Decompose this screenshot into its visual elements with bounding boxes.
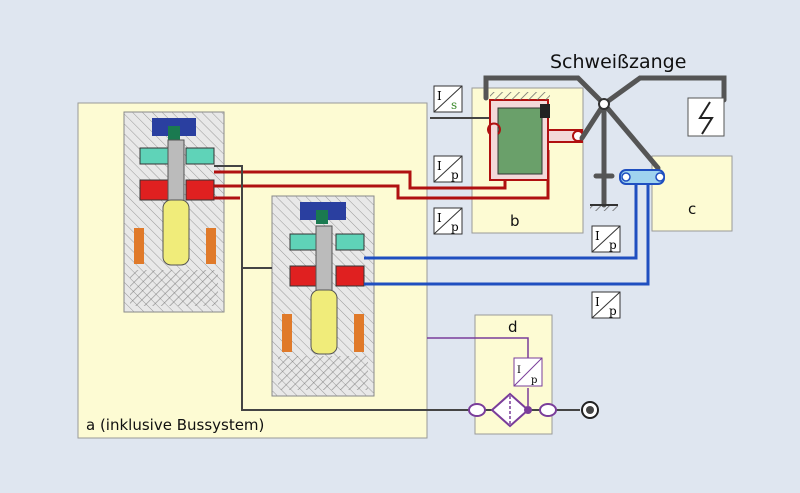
sensor-ls: I s <box>433 85 463 113</box>
sensor-lp5: I p <box>513 357 543 387</box>
sensor-lp2-sub: p <box>451 220 459 234</box>
cylinder-b <box>487 92 584 181</box>
sensor-lp2-i: I <box>437 211 442 225</box>
welding-gun <box>483 75 727 208</box>
diagram-title: Schweißzange <box>550 51 686 73</box>
sensor-lp1: I p <box>433 155 463 183</box>
label-b: b <box>510 212 520 230</box>
sensor-lp5-sub: p <box>531 375 537 386</box>
gun-pivot <box>598 98 610 110</box>
blue-pneumatic-lines <box>364 176 650 286</box>
sensor-lp4-i: I <box>595 295 600 309</box>
sensor-lp3-sub: p <box>609 238 617 252</box>
sensor-lp1-sub: p <box>451 168 459 182</box>
label-c: c <box>688 200 696 218</box>
sensor-lp5-i: I <box>517 365 521 376</box>
label-a: a (inklusive Bussystem) <box>86 416 264 434</box>
sensor-lp4: I p <box>591 291 621 319</box>
sensor-lp4-sub: p <box>609 304 617 318</box>
electrode-icon <box>687 97 725 137</box>
label-d: d <box>508 318 518 336</box>
valve-2 <box>271 195 375 397</box>
sensor-lp3: I p <box>591 225 621 253</box>
sensor-lp3-i: I <box>595 229 600 243</box>
valve-1 <box>123 111 225 313</box>
cylinder-c <box>619 169 665 185</box>
signal-lines <box>214 117 490 411</box>
red-pneumatic-lines <box>214 150 550 200</box>
panel-c <box>651 155 733 232</box>
sensor-lp2: I p <box>433 207 463 235</box>
sensor-ls-i: I <box>437 89 442 103</box>
sensor-ls-sub: s <box>451 98 457 112</box>
filter-unit-d <box>468 388 599 428</box>
purple-signal-line <box>427 337 529 358</box>
gun-ground <box>590 205 618 211</box>
sensor-lp1-i: I <box>437 159 442 173</box>
